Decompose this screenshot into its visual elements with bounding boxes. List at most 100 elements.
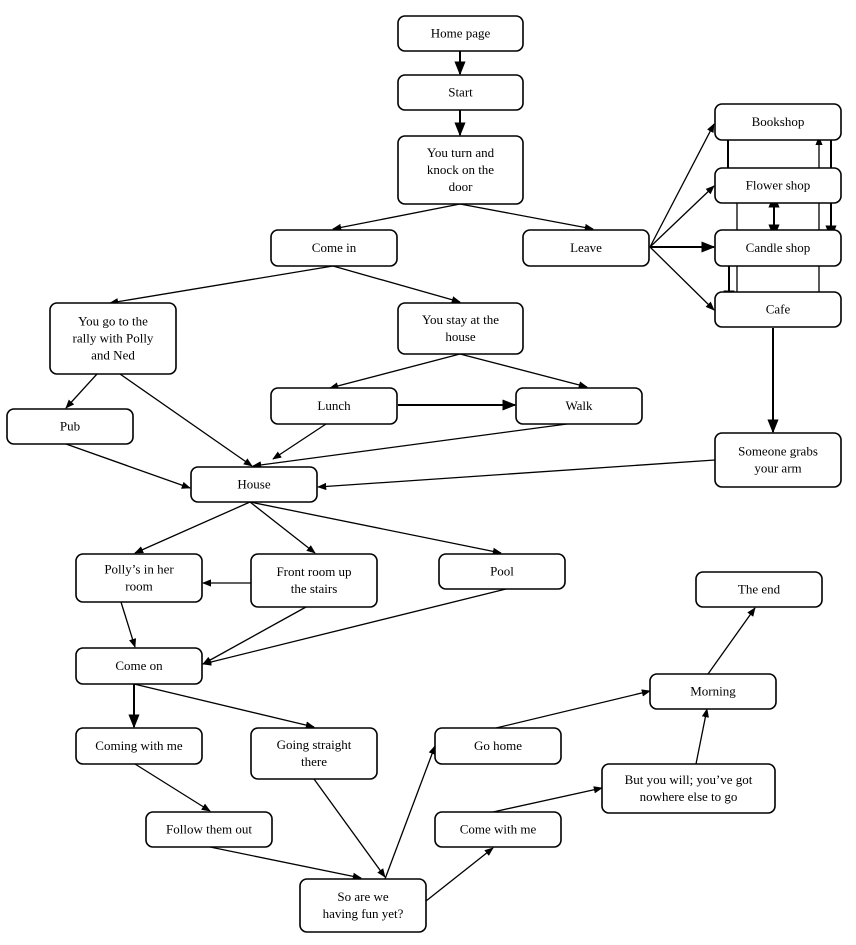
node-box <box>714 229 842 267</box>
node-label: Front room up <box>276 564 351 579</box>
edge-grabs-to-house <box>317 459 716 491</box>
node-label: and Ned <box>91 348 135 363</box>
node-comeon: Come on <box>75 647 203 685</box>
node-box <box>714 291 842 328</box>
node-label: You go to the <box>78 314 148 329</box>
node-label: Go home <box>474 738 522 753</box>
node-label: Someone grabs <box>738 444 818 459</box>
node-box <box>695 571 823 608</box>
edge-morning-to-theend <box>707 607 756 675</box>
edge-leave-to-cafe <box>649 246 715 311</box>
edge-house-to-pool <box>249 501 502 555</box>
node-label: Leave <box>570 240 602 255</box>
node-label: Lunch <box>317 398 351 413</box>
node-box <box>714 167 842 204</box>
edge-comein-to-stay <box>332 265 461 304</box>
node-label: So are we <box>337 889 388 904</box>
node-label: You stay at the <box>422 312 499 327</box>
node-stay: You stay at the house <box>397 302 524 355</box>
node-label: Pool <box>490 564 514 579</box>
edge-leave-to-flower <box>649 185 715 248</box>
edge-knock-to-comein <box>332 203 461 231</box>
node-label: Pub <box>60 419 80 434</box>
node-home: Home page <box>397 15 524 52</box>
edge-fun-to-comewith <box>425 847 494 902</box>
node-label: Morning <box>690 684 736 699</box>
edge-comewith-to-butyou <box>492 786 603 813</box>
node-label: Candle shop <box>746 240 811 255</box>
edge-rally-to-house <box>119 373 253 467</box>
node-label: The end <box>738 582 781 597</box>
node-label: Walk <box>565 398 593 413</box>
node-grabs: Someone grabs your arm <box>714 432 842 488</box>
edge-rally-to-pub <box>65 373 98 409</box>
node-box <box>522 229 650 267</box>
edge-house-to-polly <box>134 501 251 554</box>
node-label: Come on <box>115 658 163 673</box>
edge-follow-to-fun <box>209 846 362 880</box>
node-comein: Come in <box>270 229 398 267</box>
node-label: Home page <box>431 26 491 41</box>
node-box <box>434 727 562 765</box>
edge-gohome-to-morning <box>495 689 651 729</box>
node-box <box>601 763 776 814</box>
node-comewith: Come with me <box>434 811 562 848</box>
node-polly: Polly’s in her room <box>75 553 203 603</box>
node-box <box>270 229 398 267</box>
node-candle: Candle shop <box>714 229 842 267</box>
edge-stay-to-walk <box>459 353 588 389</box>
node-follow: Follow them out <box>145 811 273 848</box>
node-start: Start <box>397 74 524 111</box>
node-box <box>397 74 524 111</box>
node-box <box>714 103 842 141</box>
node-theend: The end <box>695 571 823 608</box>
node-label: Flower shop <box>746 178 811 193</box>
node-label: door <box>449 179 474 194</box>
node-label: having fun yet? <box>323 906 404 921</box>
node-label: Cafe <box>766 302 791 317</box>
edge-stay-to-lunch <box>329 353 461 390</box>
edge-pool-to-comeon <box>202 588 507 666</box>
node-box <box>515 387 643 425</box>
node-box <box>397 15 524 52</box>
node-coming: Coming with me <box>75 727 203 765</box>
node-front: Front room up the stairs <box>250 553 378 608</box>
node-label: room <box>125 579 152 594</box>
node-label: there <box>301 754 327 769</box>
node-box <box>397 135 524 205</box>
node-box <box>190 466 318 503</box>
node-box <box>75 647 203 685</box>
node-label: your arm <box>754 461 801 476</box>
node-box <box>434 811 562 848</box>
node-morning: Morning <box>649 673 777 710</box>
node-label: But you will; you’ve got <box>625 772 753 787</box>
node-cafe: Cafe <box>714 291 842 328</box>
node-label: House <box>237 477 270 492</box>
node-label: knock on the <box>427 162 494 177</box>
node-label: Come with me <box>460 822 537 837</box>
node-box <box>714 432 842 488</box>
edge-fun-to-gohome <box>384 745 436 880</box>
edge-walk-to-house <box>252 423 568 469</box>
node-house: House <box>190 466 318 503</box>
node-box <box>299 878 427 933</box>
node-label: house <box>445 329 476 344</box>
node-box <box>397 302 524 355</box>
node-box <box>270 387 398 425</box>
node-label: nowhere else to go <box>640 789 738 804</box>
node-label: Polly’s in her <box>104 562 174 577</box>
node-gohome: Go home <box>434 727 562 765</box>
node-label: Start <box>448 85 473 100</box>
node-label: the stairs <box>291 581 338 596</box>
node-knock: You turn and knock on the door <box>397 135 524 205</box>
edge-polly-to-comeon <box>120 601 137 648</box>
node-box <box>75 553 203 603</box>
node-label: Bookshop <box>752 114 805 129</box>
node-label: You turn and <box>427 145 495 160</box>
edge-leave-to-bookshop <box>649 123 715 248</box>
edge-comeon-to-straight <box>133 683 315 729</box>
edge-comein-to-rally <box>109 265 334 306</box>
